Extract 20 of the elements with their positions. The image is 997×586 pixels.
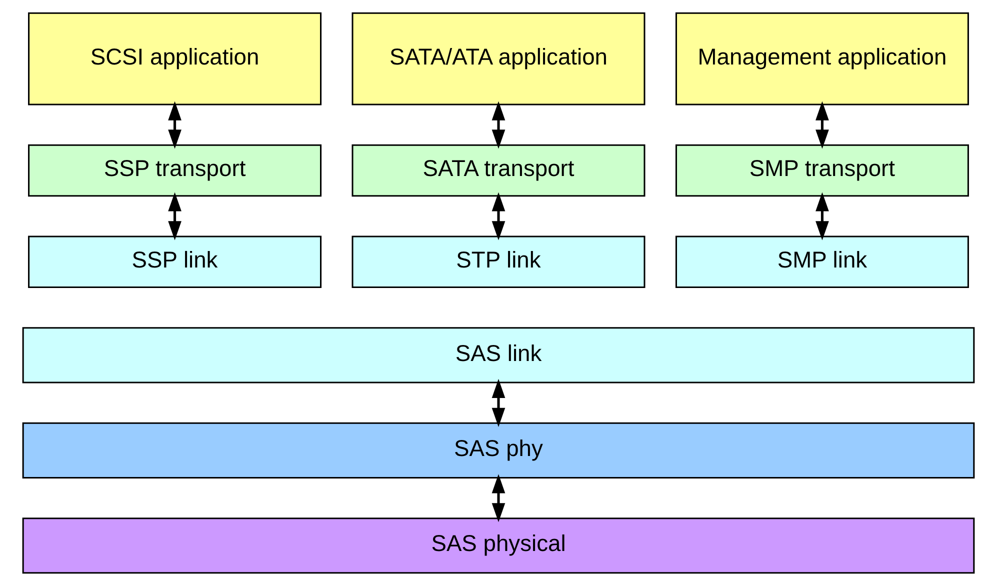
node-box: SSP link [28, 236, 322, 288]
node-box: SMP transport [675, 144, 969, 197]
node-box: STP link [352, 236, 646, 288]
node-box: SCSI application [28, 12, 322, 106]
arrow [816, 192, 829, 240]
node-box: SAS link [22, 327, 975, 384]
node-box: SAS physical [22, 518, 975, 574]
arrow [168, 101, 182, 149]
arrow [492, 378, 506, 427]
node-box: SSP transport [28, 144, 322, 197]
node-box: Management application [675, 12, 969, 106]
node-box: SMP link [675, 236, 969, 288]
arrow [492, 474, 506, 522]
arrow [816, 101, 829, 149]
node-box: SATA/ATA application [352, 12, 646, 106]
arrow [492, 101, 506, 149]
arrow [492, 192, 506, 240]
node-box: SATA transport [352, 144, 646, 197]
arrow [168, 192, 182, 240]
node-box: SAS phy [22, 422, 975, 478]
